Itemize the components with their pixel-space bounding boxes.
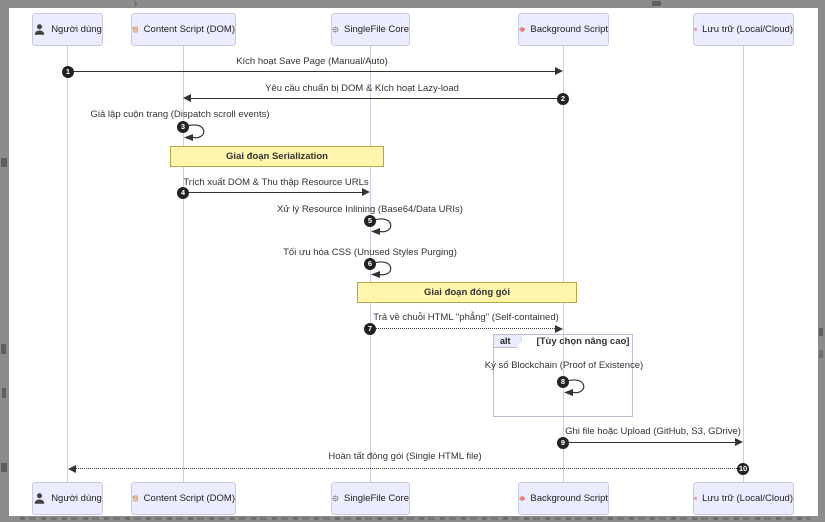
sequence-number: 3 [177, 121, 189, 133]
message-label: Trích xuất DOM & Thu thập Resource URLs [183, 177, 369, 188]
alt-condition: [Tùy chọn nâng cao] [536, 336, 630, 347]
person-icon [34, 493, 45, 504]
actor-singlefile-core-top: SingleFile Core [331, 13, 410, 46]
brain-icon [519, 27, 525, 32]
arrowhead-right-icon [735, 438, 743, 446]
actor-content-script-top: Content Script (DOM) [131, 13, 236, 46]
backdrop-fragment [1, 158, 7, 167]
lifeline-user [67, 46, 68, 482]
actor-label: Content Script (DOM) [143, 493, 235, 504]
actor-background-script-top: Background Script [518, 13, 609, 46]
self-loop [371, 218, 392, 235]
actor-content-script-bottom: Content Script (DOM) [131, 482, 236, 515]
actor-storage-bottom: Lưu trữ (Local/Cloud) [693, 482, 794, 515]
sequence-number: 9 [557, 437, 569, 449]
sequence-number: 1 [62, 66, 74, 78]
sequence-number: 7 [364, 323, 376, 335]
backdrop-fragment [2, 388, 6, 398]
backdrop-fragment [1, 463, 7, 472]
message-line [68, 71, 555, 72]
backdrop-fragment [819, 328, 823, 336]
person-icon [34, 24, 45, 35]
actor-label: SingleFile Core [344, 24, 409, 35]
actor-background-script-bottom: Background Script [518, 482, 609, 515]
arrowhead-left-icon [183, 94, 191, 102]
actor-label: Lưu trữ (Local/Cloud) [702, 493, 793, 504]
message-label: Xử lý Resource Inlining (Base64/Data URI… [277, 204, 463, 215]
floppy-icon [694, 28, 697, 31]
brain-icon [519, 496, 525, 501]
actor-label: Người dùng [51, 493, 102, 504]
arrowhead-right-icon [555, 325, 563, 333]
self-loop [371, 261, 392, 278]
actor-storage-top: Lưu trữ (Local/Cloud) [693, 13, 794, 46]
note-serialization: Giai đoạn Serialization [170, 146, 384, 167]
message-line [563, 442, 735, 443]
actor-label: SingleFile Core [344, 493, 409, 504]
actor-label: Background Script [530, 24, 608, 35]
alt-label: alt [493, 334, 522, 348]
sequence-number: 8 [557, 376, 569, 388]
gear-icon [332, 26, 339, 33]
arrowhead-right-icon [555, 67, 563, 75]
sequence-number: 2 [557, 93, 569, 105]
floppy-icon [694, 497, 697, 500]
sequence-number: 10 [737, 463, 749, 475]
message-line [76, 468, 743, 469]
lifeline-background-script [563, 46, 564, 482]
backdrop-fragment [652, 1, 661, 6]
alt-frame [493, 334, 633, 417]
actor-user-top: Người dùng [32, 13, 103, 46]
message-label: Tối ưu hóa CSS (Unused Styles Purging) [283, 247, 457, 258]
self-loop [184, 124, 205, 141]
backdrop-fragment [1, 344, 6, 354]
sequence-number: 4 [177, 187, 189, 199]
arrowhead-left-icon [68, 465, 76, 473]
actor-label: Người dùng [51, 24, 102, 35]
message-label: Ký số Blockchain (Proof of Existence) [484, 360, 644, 371]
sequence-number: 5 [364, 215, 376, 227]
backdrop-fragment [128, 0, 137, 7]
note-packaging: Giai đoạn đóng gói [357, 282, 577, 303]
actor-label: Background Script [530, 493, 608, 504]
message-line [183, 192, 362, 193]
message-label: Kích hoạt Save Page (Manual/Auto) [236, 56, 388, 67]
message-label: Trả về chuỗi HTML "phẳng" (Self-containe… [373, 312, 559, 323]
backdrop-blurred-text [20, 517, 810, 520]
arrowhead-right-icon [362, 188, 370, 196]
scroll-icon [132, 495, 138, 502]
diagram-panel [9, 8, 818, 516]
message-label: Ghi file hoặc Upload (GitHub, S3, GDrive… [565, 426, 741, 437]
lifeline-storage [743, 46, 744, 482]
sequence-number: 6 [364, 258, 376, 270]
actor-label: Content Script (DOM) [143, 24, 235, 35]
gear-icon [332, 495, 339, 502]
message-label: Hoàn tất đóng gói (Single HTML file) [328, 451, 482, 462]
actor-user-bottom: Người dùng [32, 482, 103, 515]
message-line [191, 98, 563, 99]
scroll-icon [132, 26, 138, 33]
backdrop-fragment [819, 350, 823, 358]
actor-label: Lưu trữ (Local/Cloud) [702, 24, 793, 35]
actor-singlefile-core-bottom: SingleFile Core [331, 482, 410, 515]
message-label: Giả lập cuộn trang (Dispatch scroll even… [90, 109, 270, 120]
lifeline-content-script [183, 46, 184, 482]
self-loop [564, 379, 585, 396]
message-label: Yêu cầu chuẩn bị DOM & Kích hoạt Lazy-lo… [265, 83, 459, 94]
message-line [370, 328, 555, 329]
